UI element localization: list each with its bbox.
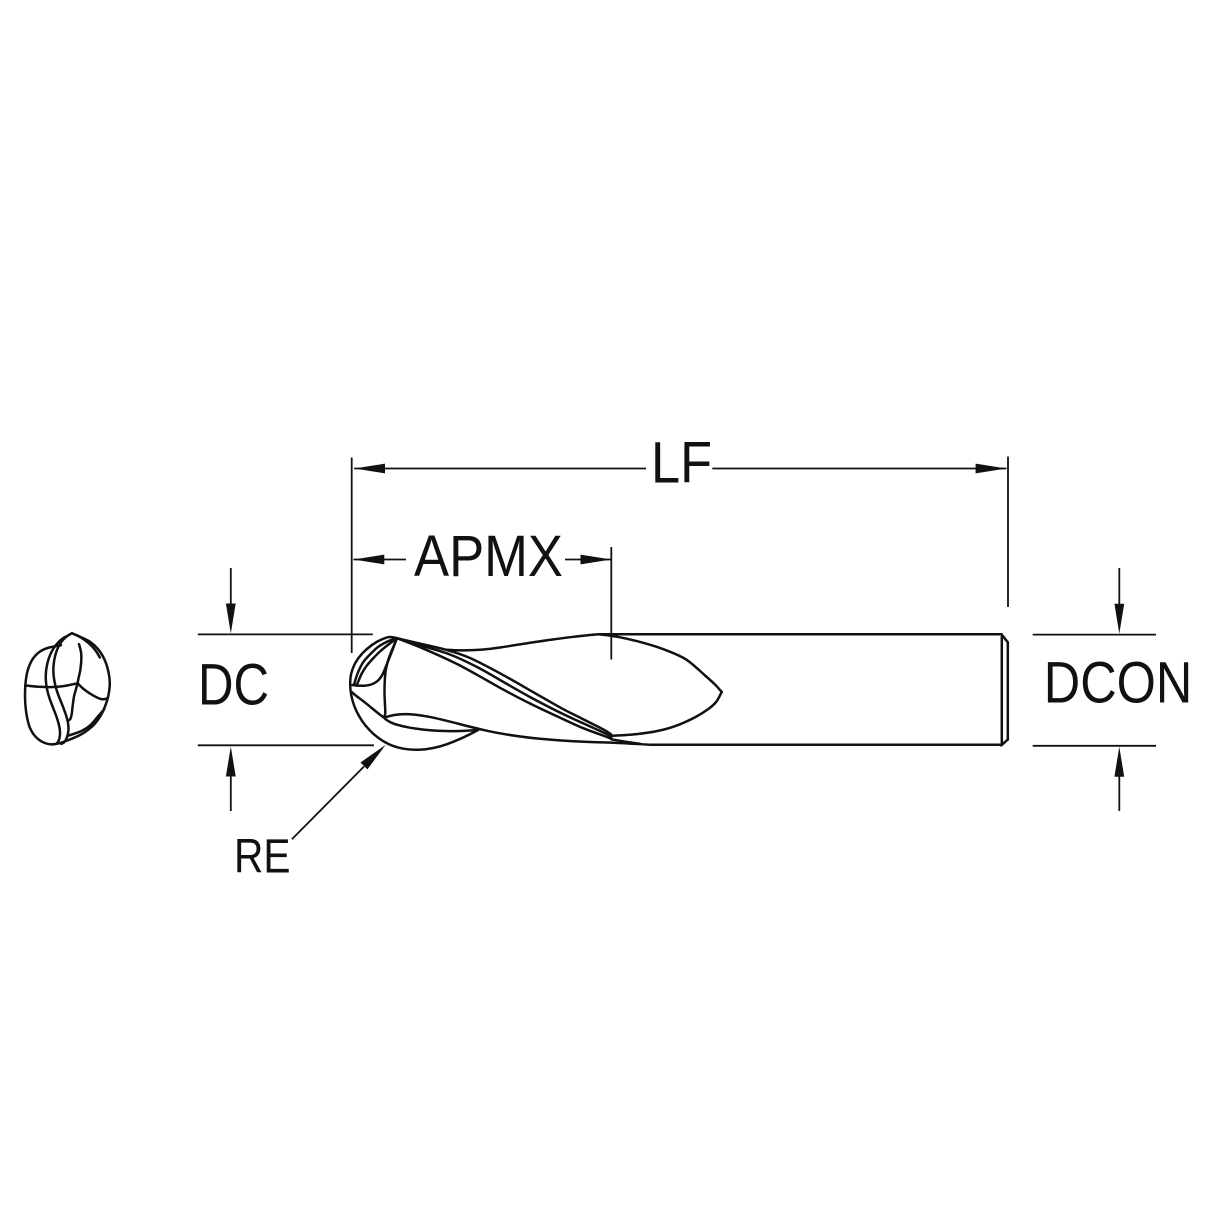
svg-text:DCON: DCON: [1044, 650, 1193, 715]
svg-text:LF: LF: [651, 430, 712, 495]
svg-text:DC: DC: [198, 653, 269, 718]
svg-text:RE: RE: [234, 831, 291, 884]
svg-text:APMX: APMX: [414, 524, 563, 589]
